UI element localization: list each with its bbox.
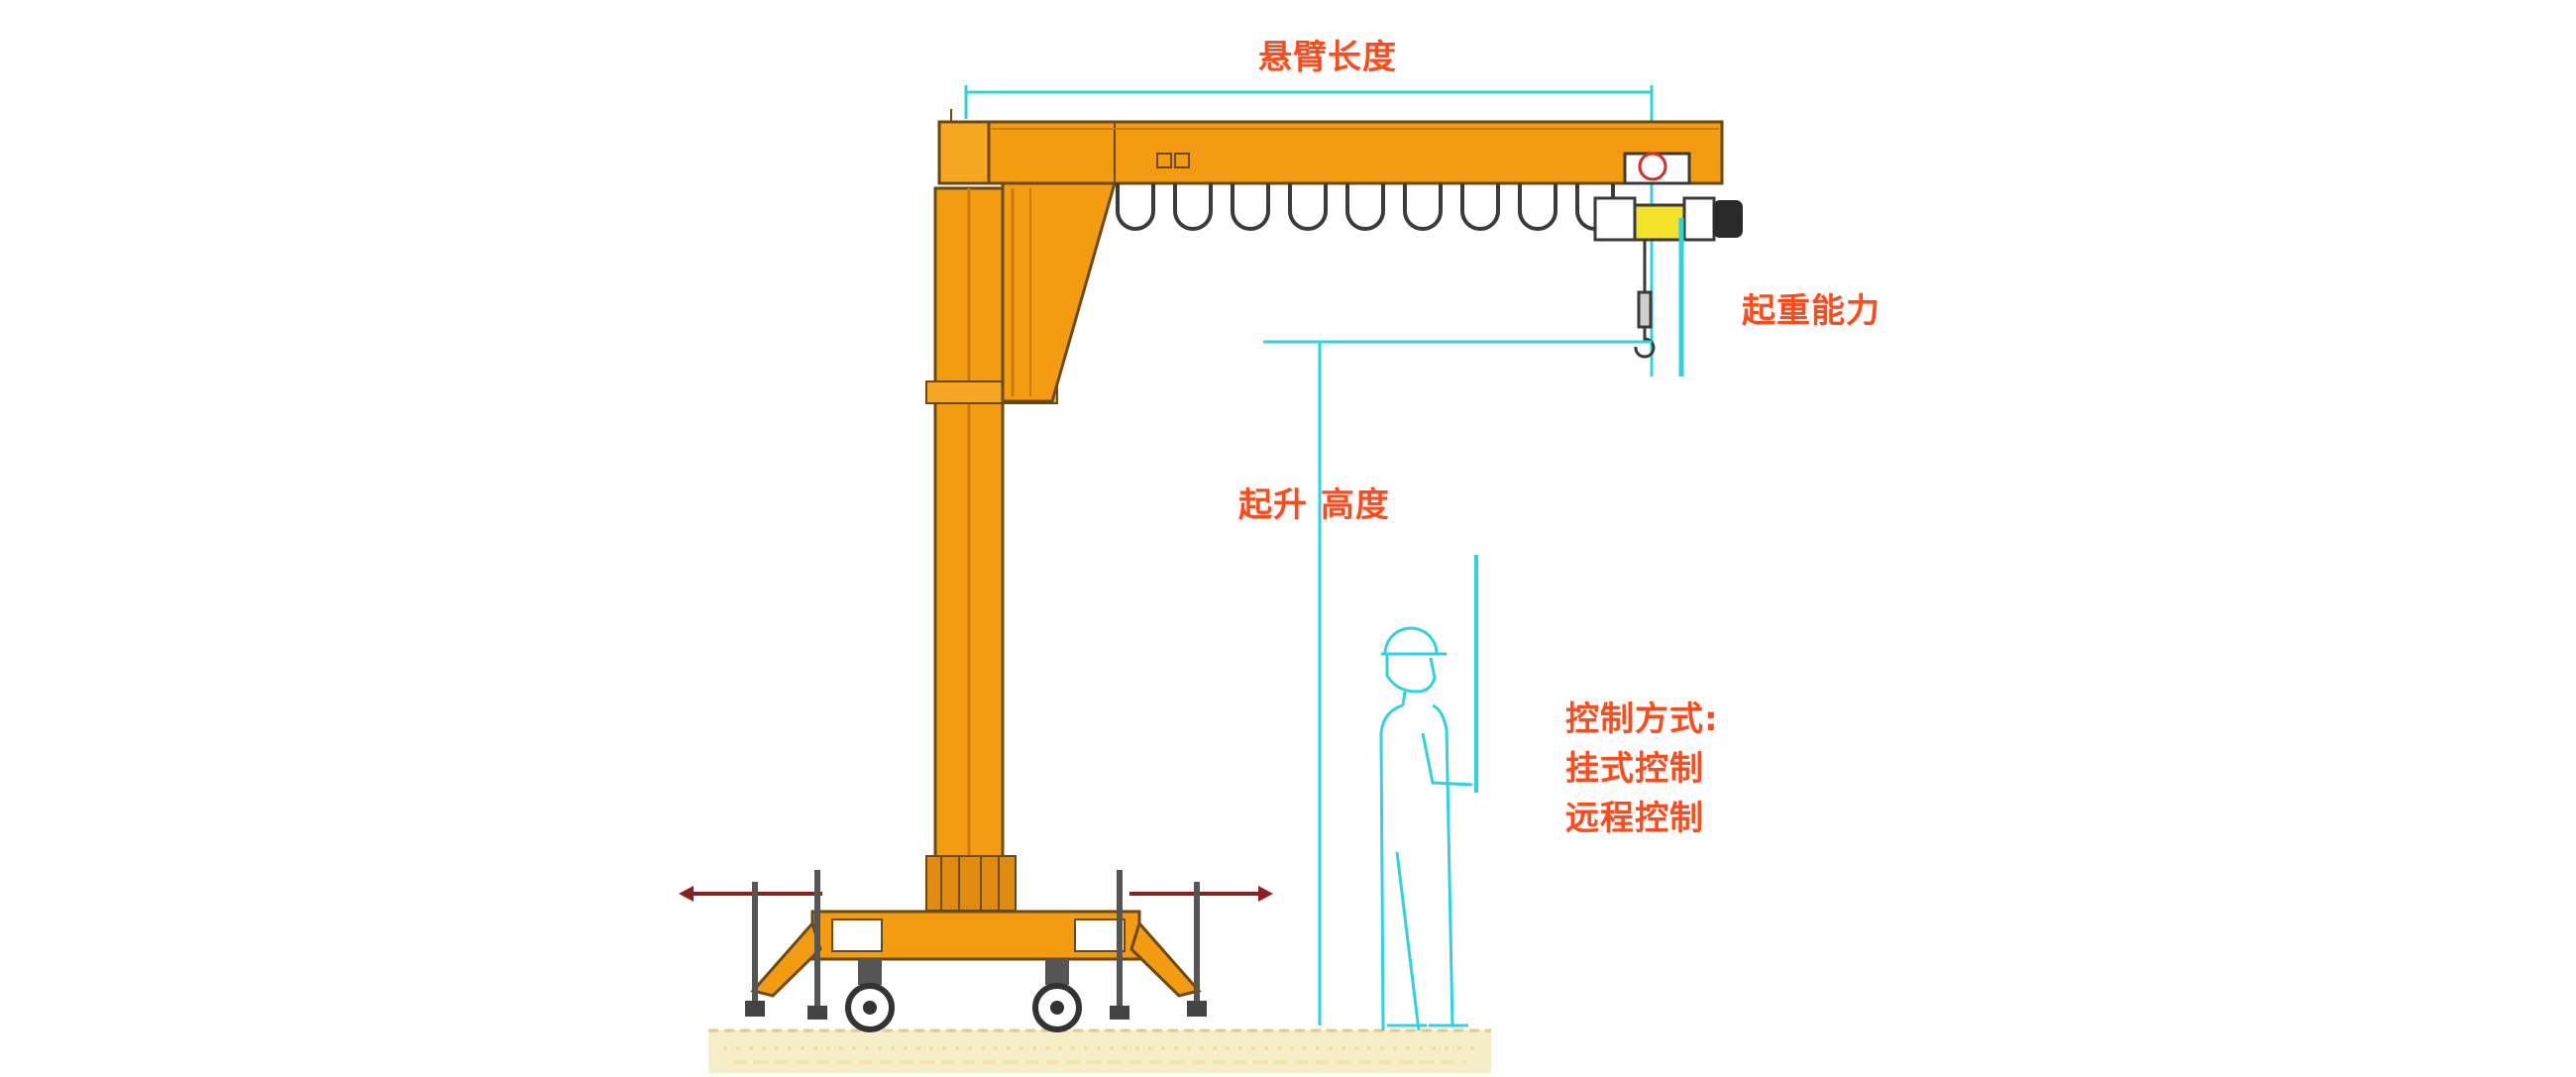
wheel-right	[1032, 959, 1082, 1032]
label-lifting-height: 起升 高度	[1238, 485, 1390, 525]
electric-hoist	[1593, 152, 1743, 292]
jib-arm	[937, 109, 1724, 185]
label-control-pendant: 挂式控制	[1565, 749, 1704, 789]
mobile-base	[750, 910, 1202, 998]
cable-festoon	[1116, 183, 1615, 231]
label-control-mode: 控制方式:	[1565, 700, 1719, 739]
outrigger-right	[1110, 870, 1273, 1020]
crane-bracket	[1001, 181, 1117, 403]
outrigger-left	[679, 870, 827, 1020]
lifting-height-dimension	[1263, 340, 1652, 1025]
label-control-remote: 远程控制	[1565, 799, 1704, 838]
label-jib-length: 悬臂长度	[1258, 38, 1397, 77]
ground	[708, 1028, 1491, 1073]
label-lifting-capacity: 起重能力	[1742, 291, 1880, 331]
operator-figure	[1379, 555, 1478, 1031]
wheel-left	[845, 959, 895, 1032]
crane-column	[925, 186, 1058, 912]
hook	[1634, 290, 1656, 359]
